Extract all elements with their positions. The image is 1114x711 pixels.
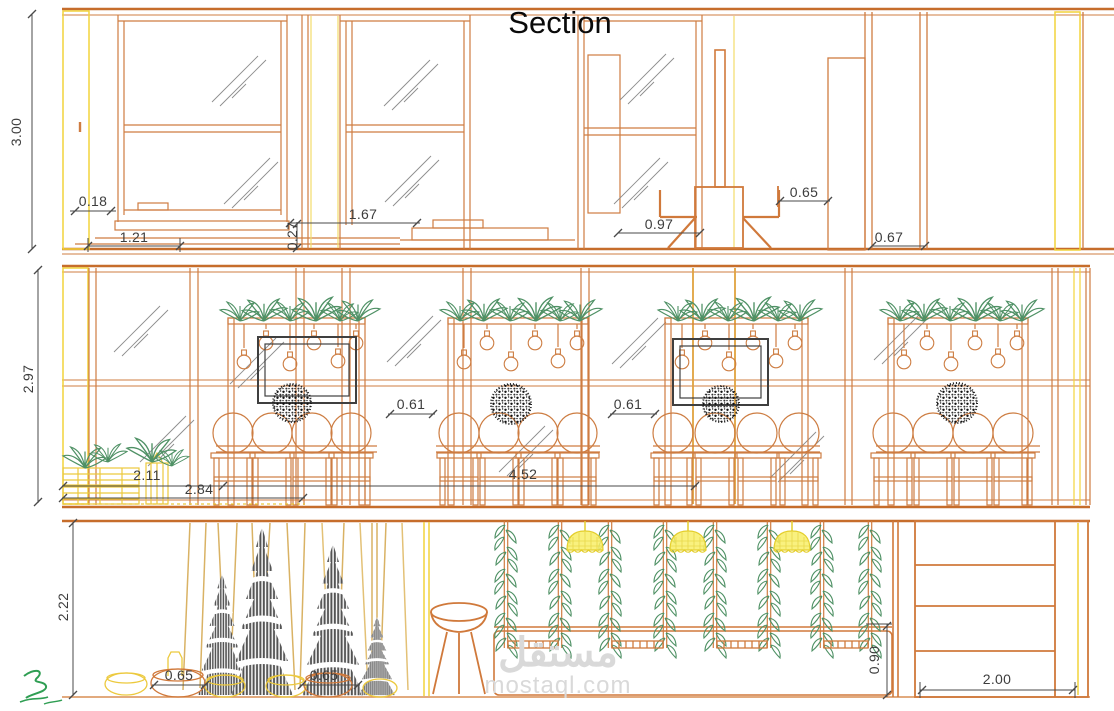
window-mullions <box>88 268 1091 505</box>
window-a <box>75 15 400 249</box>
drawing-title: Section <box>508 5 612 40</box>
wall-column-right <box>827 12 1084 251</box>
stool <box>430 602 488 695</box>
dim-label-bot-pot-a: 0.65 <box>164 667 194 683</box>
window-c <box>577 15 703 249</box>
dim-label-mid-height: 2.97 <box>20 364 36 394</box>
window-b <box>339 15 575 249</box>
floor-pots <box>104 651 398 698</box>
wall-strip-yellow-left <box>62 10 90 250</box>
chair-row <box>210 412 1036 506</box>
dim-label-bot-height: 2.22 <box>55 592 71 622</box>
top-section-view <box>62 7 1114 255</box>
dim-label-top-panel: 0.65 <box>789 184 819 200</box>
bar-counter <box>493 521 899 697</box>
watermark-logo: مستقل <box>498 631 618 675</box>
watermark-site: mostaql.com <box>484 672 632 699</box>
dimension-lines <box>27 9 1078 700</box>
dim-label-top-wall: 0.18 <box>78 193 108 209</box>
wall-strip-yellow-right <box>1054 11 1081 251</box>
dim-label-mid-span-c: 4.52 <box>508 466 538 482</box>
shelf-cabinet <box>914 520 1089 698</box>
middle-section-view <box>62 264 1091 509</box>
dim-label-top-door: 0.97 <box>644 216 674 232</box>
dim-label-mid-gap-left: 0.61 <box>396 396 426 412</box>
bottom-section-view <box>19 519 1090 705</box>
dim-label-bot-cabinet: 2.00 <box>982 671 1012 687</box>
dim-label-mid-span-b: 2.84 <box>184 481 214 497</box>
dim-label-top-sill: 1.21 <box>119 229 149 245</box>
dim-label-mid-span-a: 2.11 <box>133 467 161 483</box>
hanging-rails <box>507 640 869 649</box>
dim-label-mid-gap-right: 0.61 <box>613 396 643 412</box>
signature-scribble <box>19 669 63 705</box>
dim-label-top-opening: 1.67 <box>348 206 378 222</box>
dim-label-bot-pot-b: 0.65 <box>309 667 339 683</box>
pendant-lamps <box>566 520 811 553</box>
dim-label-bot-counter: 0.90 <box>866 645 882 675</box>
dim-label-top-step: 0.27 <box>284 221 300 251</box>
hanging-wreaths <box>272 382 978 425</box>
dim-label-top-height: 3.00 <box>8 117 24 147</box>
dim-label-top-column: 0.67 <box>874 229 904 245</box>
decor-trees <box>198 527 397 695</box>
